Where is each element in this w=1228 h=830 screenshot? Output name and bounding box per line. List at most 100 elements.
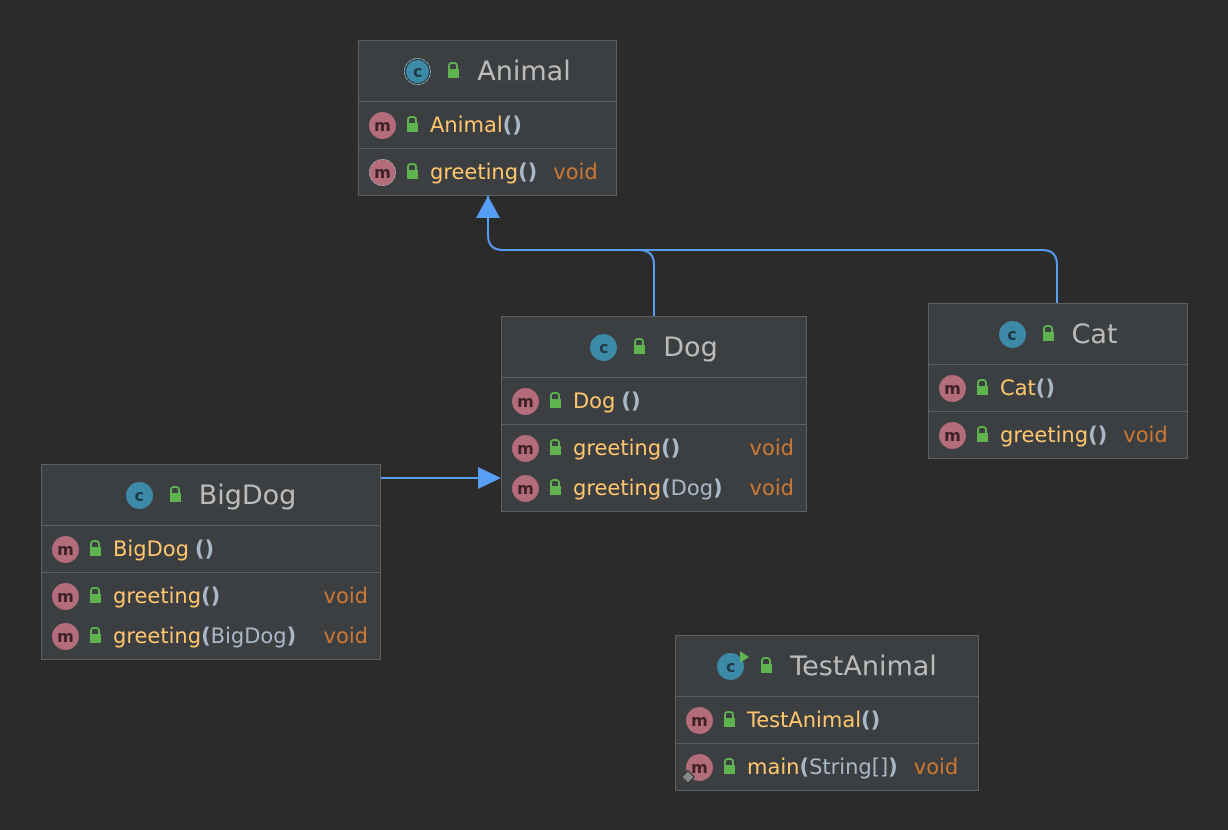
class-node-animal[interactable]: c Animal m Animal() m greeting() void xyxy=(358,40,617,196)
inheritance-arrowhead-dog xyxy=(478,467,501,489)
close-paren: ) xyxy=(888,755,898,779)
methods-section: m greeting() void m greeting(BigDog) voi… xyxy=(42,573,380,659)
class-header: c Cat xyxy=(929,304,1187,365)
public-access-icon xyxy=(87,627,101,645)
open-paren: ( xyxy=(621,389,631,413)
edge-dog-to-animal[interactable] xyxy=(487,196,655,316)
public-access-icon xyxy=(547,439,561,457)
methods-section: m main(String[]) void xyxy=(676,744,978,790)
edge-cat-to-animal[interactable] xyxy=(639,249,1058,303)
close-paren: ) xyxy=(870,708,881,732)
constructor-name: TestAnimal xyxy=(747,708,862,732)
class-node-cat[interactable]: c Cat m Cat() m greeting() void xyxy=(928,303,1188,459)
return-type: void xyxy=(323,624,368,648)
constructors-section: m Animal() xyxy=(359,102,616,149)
open-paren: ( xyxy=(661,476,671,500)
close-paren: ) xyxy=(670,436,681,460)
public-access-icon xyxy=(404,116,418,134)
constructor-row[interactable]: m Animal() xyxy=(359,105,616,145)
open-paren: ( xyxy=(661,436,671,460)
method-name: greeting xyxy=(573,476,662,500)
close-paren: ) xyxy=(210,584,221,608)
return-type: void xyxy=(553,160,598,184)
public-access-icon xyxy=(547,479,561,497)
open-paren: ( xyxy=(1088,423,1098,447)
class-icon: c xyxy=(125,481,153,509)
public-access-icon xyxy=(404,163,418,181)
param-list: String[] xyxy=(809,755,889,779)
method-icon: m xyxy=(939,421,966,449)
abstract-class-icon: c xyxy=(404,57,432,85)
class-name: Cat xyxy=(1071,318,1118,350)
constructors-section: m BigDog() xyxy=(42,526,380,573)
constructor-row[interactable]: m Dog() xyxy=(502,381,806,421)
open-paren: ( xyxy=(1035,376,1046,400)
methods-section: m greeting() void xyxy=(359,149,616,195)
open-paren: ( xyxy=(518,160,528,184)
public-access-icon xyxy=(87,540,101,558)
open-paren: ( xyxy=(502,113,513,137)
inheritance-arrowhead-animal xyxy=(476,196,500,218)
return-type: void xyxy=(749,436,794,460)
constructor-row[interactable]: m TestAnimal() xyxy=(676,700,978,740)
close-paren: ) xyxy=(1097,423,1108,447)
class-header: c TestAnimal xyxy=(676,636,978,697)
method-row[interactable]: m greeting() void xyxy=(502,428,806,468)
return-type: void xyxy=(913,755,959,779)
close-paren: ) xyxy=(286,624,297,648)
method-name: greeting xyxy=(113,584,202,608)
method-row[interactable]: m greeting() void xyxy=(929,415,1187,455)
class-node-dog[interactable]: c Dog m Dog() m greeting() void m greeti… xyxy=(501,316,807,512)
method-name: greeting xyxy=(113,624,202,648)
class-name: BigDog xyxy=(198,479,297,511)
public-access-icon xyxy=(87,587,101,605)
constructor-name: Animal xyxy=(430,113,503,137)
constructor-row[interactable]: m Cat() xyxy=(929,368,1187,408)
class-header: c Dog xyxy=(502,317,806,378)
public-access-icon xyxy=(974,379,988,397)
close-paren: ) xyxy=(527,160,538,184)
param-list: Dog xyxy=(670,476,714,500)
class-node-bigdog[interactable]: c BigDog m BigDog() m greeting() void m … xyxy=(41,464,381,660)
method-name: greeting xyxy=(1000,423,1089,447)
close-paren: ) xyxy=(713,476,723,500)
open-paren: ( xyxy=(799,755,810,779)
return-type: void xyxy=(323,584,368,608)
public-access-icon xyxy=(631,338,646,356)
methods-section: m greeting() void m greeting(Dog) void xyxy=(502,425,806,511)
method-icon: m xyxy=(512,434,539,462)
public-access-icon xyxy=(445,62,460,80)
public-access-icon xyxy=(974,426,988,444)
close-paren: ) xyxy=(512,113,522,137)
constructor-row[interactable]: m BigDog() xyxy=(42,529,380,569)
constructors-section: m Cat() xyxy=(929,365,1187,412)
param-list: BigDog xyxy=(210,624,287,648)
close-paren: ) xyxy=(1045,376,1055,400)
open-paren: ( xyxy=(201,624,211,648)
method-name: greeting xyxy=(573,436,662,460)
static-method-icon: m xyxy=(686,753,713,781)
close-paren: ) xyxy=(204,537,215,561)
method-row[interactable]: m greeting(Dog) void xyxy=(502,468,806,508)
class-name: TestAnimal xyxy=(790,650,937,682)
abstract-method-icon: m xyxy=(369,158,396,186)
public-access-icon xyxy=(758,657,773,675)
method-icon: m xyxy=(52,535,79,563)
method-row[interactable]: m greeting(BigDog) void xyxy=(42,616,380,656)
method-icon: m xyxy=(52,582,79,610)
method-row[interactable]: m greeting() void xyxy=(42,576,380,616)
constructor-name: Dog xyxy=(573,389,616,413)
return-type: void xyxy=(1123,423,1168,447)
method-row[interactable]: m main(String[]) void xyxy=(676,747,978,787)
class-header: c BigDog xyxy=(42,465,380,526)
method-name: greeting xyxy=(430,160,519,184)
class-node-testanimal[interactable]: c TestAnimal m TestAnimal() m main(Strin… xyxy=(675,635,979,791)
public-access-icon xyxy=(547,392,561,410)
public-access-icon xyxy=(721,711,735,729)
public-access-icon xyxy=(1040,325,1054,343)
constructor-name: Cat xyxy=(1000,376,1036,400)
constructors-section: m Dog() xyxy=(502,378,806,425)
runnable-class-icon: c xyxy=(717,650,750,680)
method-row[interactable]: m greeting() void xyxy=(359,152,616,192)
open-paren: ( xyxy=(201,584,211,608)
